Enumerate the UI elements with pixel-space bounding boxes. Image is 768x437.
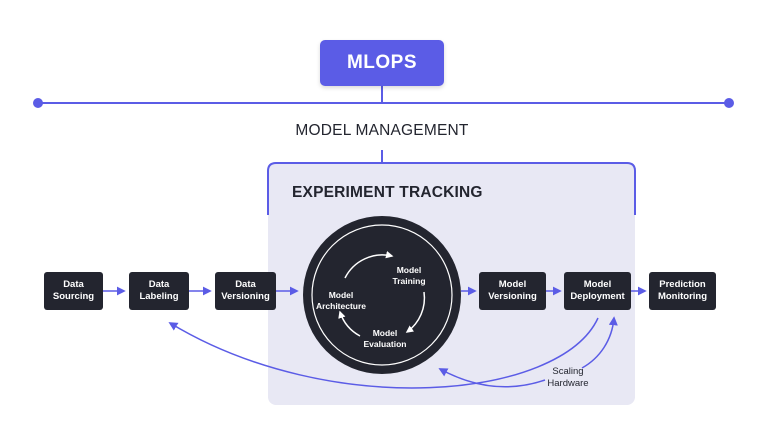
model-deployment-box: Model Deployment: [564, 272, 631, 310]
cycle-arrow-training-to-evaluation: [405, 291, 426, 333]
model-management-label: MODEL MANAGEMENT: [295, 122, 469, 139]
cycle-arrow-architecture-to-training: [344, 250, 394, 279]
scaling-arrow-to-deployment: [581, 316, 618, 369]
cycle-arrow-evaluation-to-architecture: [338, 310, 361, 337]
data-sourcing-box: Data Sourcing: [44, 272, 103, 310]
feedback-arrow-scaling-to-cycle: [438, 368, 546, 388]
data-versioning-box: Data Versioning: [215, 272, 276, 310]
experiment-tracking-border: [267, 162, 636, 215]
scaling-hardware-label: Scaling Hardware: [547, 366, 589, 389]
data-labeling-box: Data Labeling: [129, 272, 189, 310]
experiment-tracking-label: EXPERIMENT TRACKING: [292, 184, 483, 201]
model-evaluation-label: Model Evaluation: [363, 328, 407, 349]
model-training-label: Model Training: [392, 265, 426, 286]
right-end-dot: [724, 98, 734, 108]
model-architecture-label: Model Architecture: [315, 290, 367, 311]
prediction-monitoring-box: Prediction Monitoring: [649, 272, 716, 310]
left-end-dot: [33, 98, 43, 108]
mlops-title: MLOPS: [320, 40, 444, 86]
feedback-arrow-deployment-to-labeling: [168, 317, 599, 389]
experiment-cycle-ring: [311, 224, 453, 366]
model-versioning-box: Model Versioning: [479, 272, 546, 310]
experiment-cycle-circle: [303, 216, 461, 374]
